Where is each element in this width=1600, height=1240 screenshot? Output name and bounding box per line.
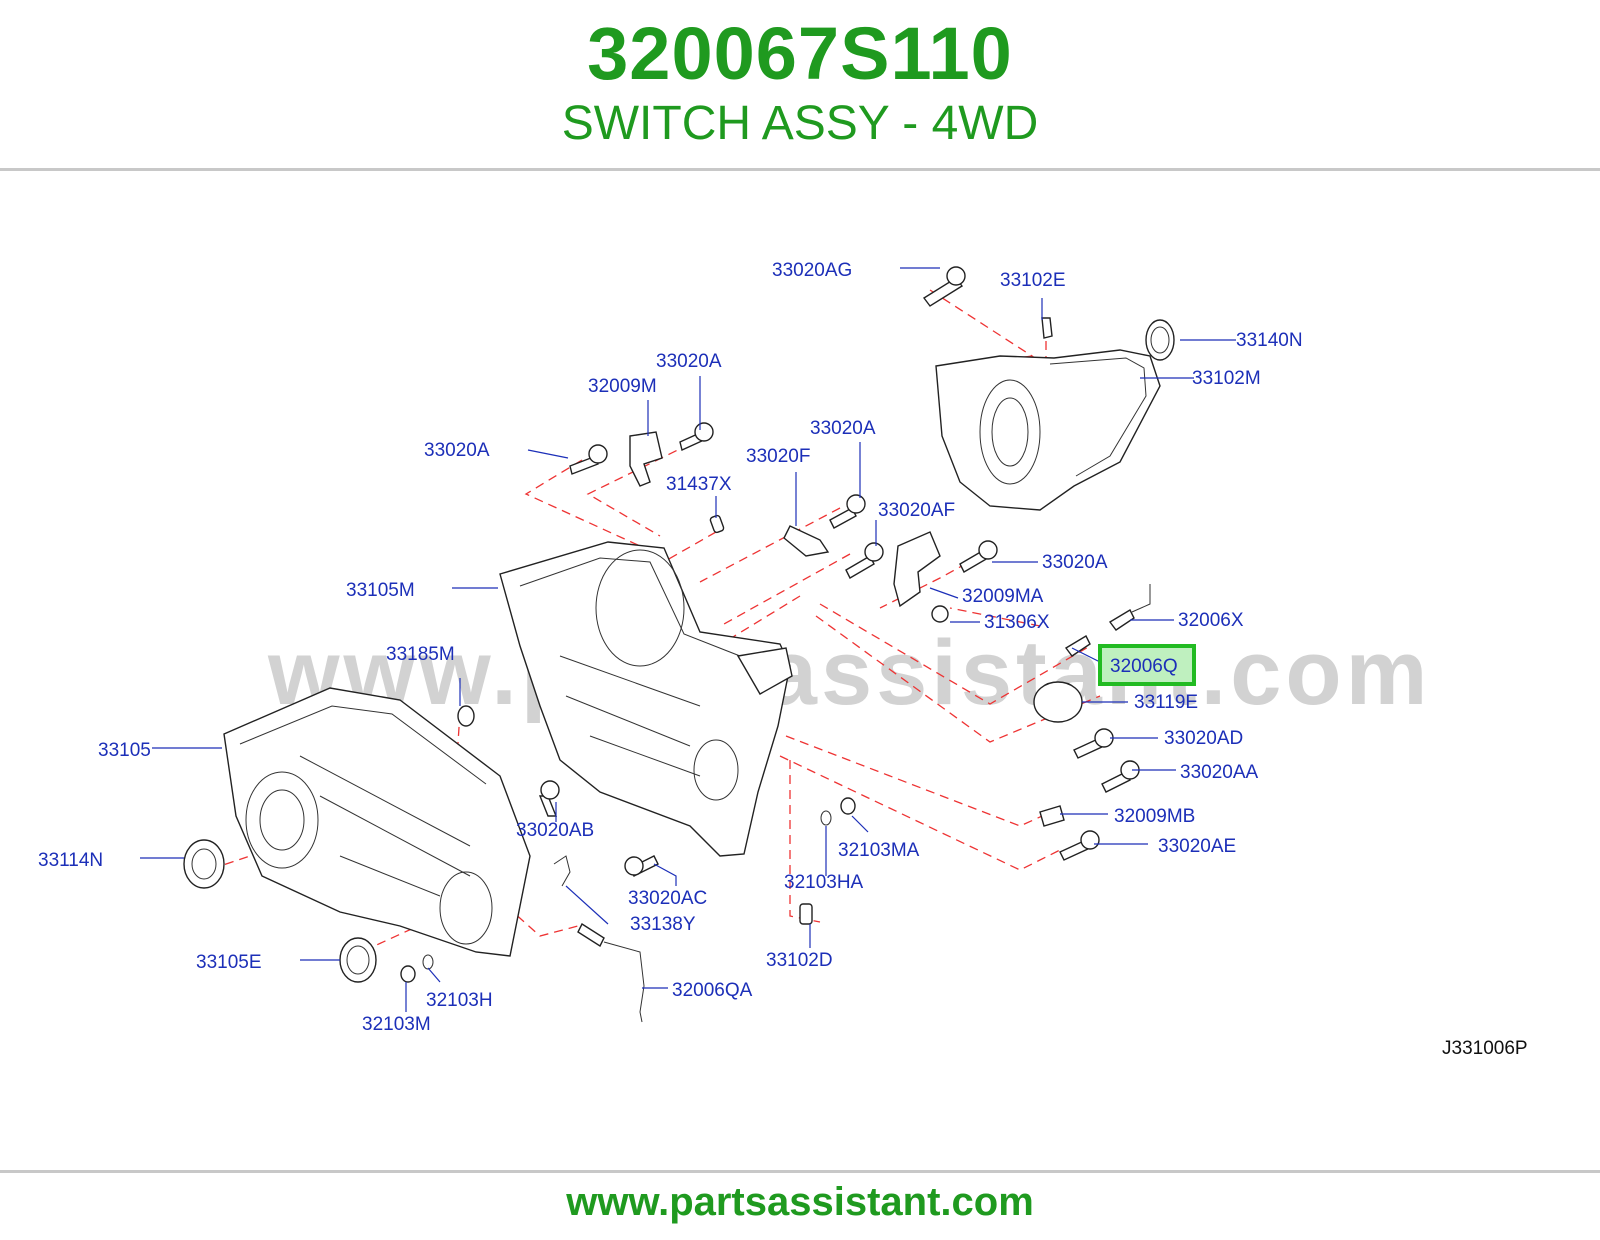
- label-33138Y[interactable]: 33138Y: [630, 914, 696, 935]
- label-33105E[interactable]: 33105E: [196, 952, 262, 973]
- label-33105[interactable]: 33105: [98, 740, 151, 761]
- oil-seals: [183, 605, 1083, 983]
- label-33102M[interactable]: 33102M: [1192, 368, 1261, 389]
- label-33020A-4[interactable]: 33020A: [1042, 552, 1108, 573]
- label-33020AE[interactable]: 33020AE: [1158, 836, 1236, 857]
- label-32103M[interactable]: 32103M: [362, 1014, 431, 1035]
- label-32103H[interactable]: 32103H: [426, 990, 493, 1011]
- part-labels: 33020AG 33102E 33140N 33102M 33020A 3200…: [38, 260, 1528, 1059]
- label-32009MA[interactable]: 32009MA: [962, 586, 1044, 607]
- label-32006X[interactable]: 32006X: [1178, 610, 1244, 631]
- label-31306X[interactable]: 31306X: [984, 612, 1050, 633]
- label-31437X[interactable]: 31437X: [666, 474, 732, 495]
- front-case-33105: [223, 687, 531, 957]
- label-32009M[interactable]: 32009M: [588, 376, 657, 397]
- brackets-and-switches: [553, 431, 1151, 1023]
- label-33020A-3[interactable]: 33020A: [810, 418, 876, 439]
- exploded-parts-diagram: www.partsassistant.com: [0, 236, 1600, 1116]
- label-33020AB[interactable]: 33020AB: [516, 820, 594, 841]
- label-32103MA[interactable]: 32103MA: [838, 840, 920, 861]
- label-33020A-2[interactable]: 33020A: [424, 440, 490, 461]
- watermark-text: www.partsassistant.com: [267, 622, 1431, 724]
- label-33185M[interactable]: 33185M: [386, 644, 455, 665]
- label-33020AG[interactable]: 33020AG: [772, 260, 852, 281]
- label-32006Q[interactable]: 32006Q: [1110, 656, 1178, 677]
- leader-lines: [140, 267, 1236, 1012]
- label-33102D[interactable]: 33102D: [766, 950, 833, 971]
- label-33020AC[interactable]: 33020AC: [628, 888, 707, 909]
- label-33105M[interactable]: 33105M: [346, 580, 415, 601]
- label-32009MB[interactable]: 32009MB: [1114, 806, 1195, 827]
- diagram-code: J331006P: [1442, 1038, 1528, 1059]
- part-name-subtitle: SWITCH ASSY - 4WD: [561, 97, 1039, 150]
- label-33114N[interactable]: 33114N: [38, 850, 103, 871]
- label-33119E[interactable]: 33119E: [1134, 692, 1198, 713]
- label-33020AD[interactable]: 33020AD: [1164, 728, 1243, 749]
- highlight-box: [1098, 644, 1196, 686]
- footer-url[interactable]: www.partsassistant.com: [566, 1180, 1034, 1224]
- diagram-canvas: www.partsassistant.com: [38, 260, 1528, 1059]
- center-case-33105M: [499, 541, 793, 857]
- label-33102E[interactable]: 33102E: [1000, 270, 1066, 291]
- label-32103HA[interactable]: 32103HA: [784, 872, 864, 893]
- label-33020F[interactable]: 33020F: [746, 446, 810, 467]
- page-header: 320067S110 SWITCH ASSY - 4WD: [0, 0, 1600, 168]
- label-33140N[interactable]: 33140N: [1236, 330, 1303, 351]
- label-33020AA[interactable]: 33020AA: [1180, 762, 1259, 783]
- part-number-title: 320067S110: [587, 12, 1013, 95]
- extension-housing-33102M: [935, 317, 1175, 511]
- label-33020A-1[interactable]: 33020A: [656, 351, 722, 372]
- header-divider: [0, 168, 1600, 171]
- label-33020AF[interactable]: 33020AF: [878, 500, 955, 521]
- footer-divider: [0, 1170, 1600, 1173]
- label-32006QA[interactable]: 32006QA: [672, 980, 753, 1001]
